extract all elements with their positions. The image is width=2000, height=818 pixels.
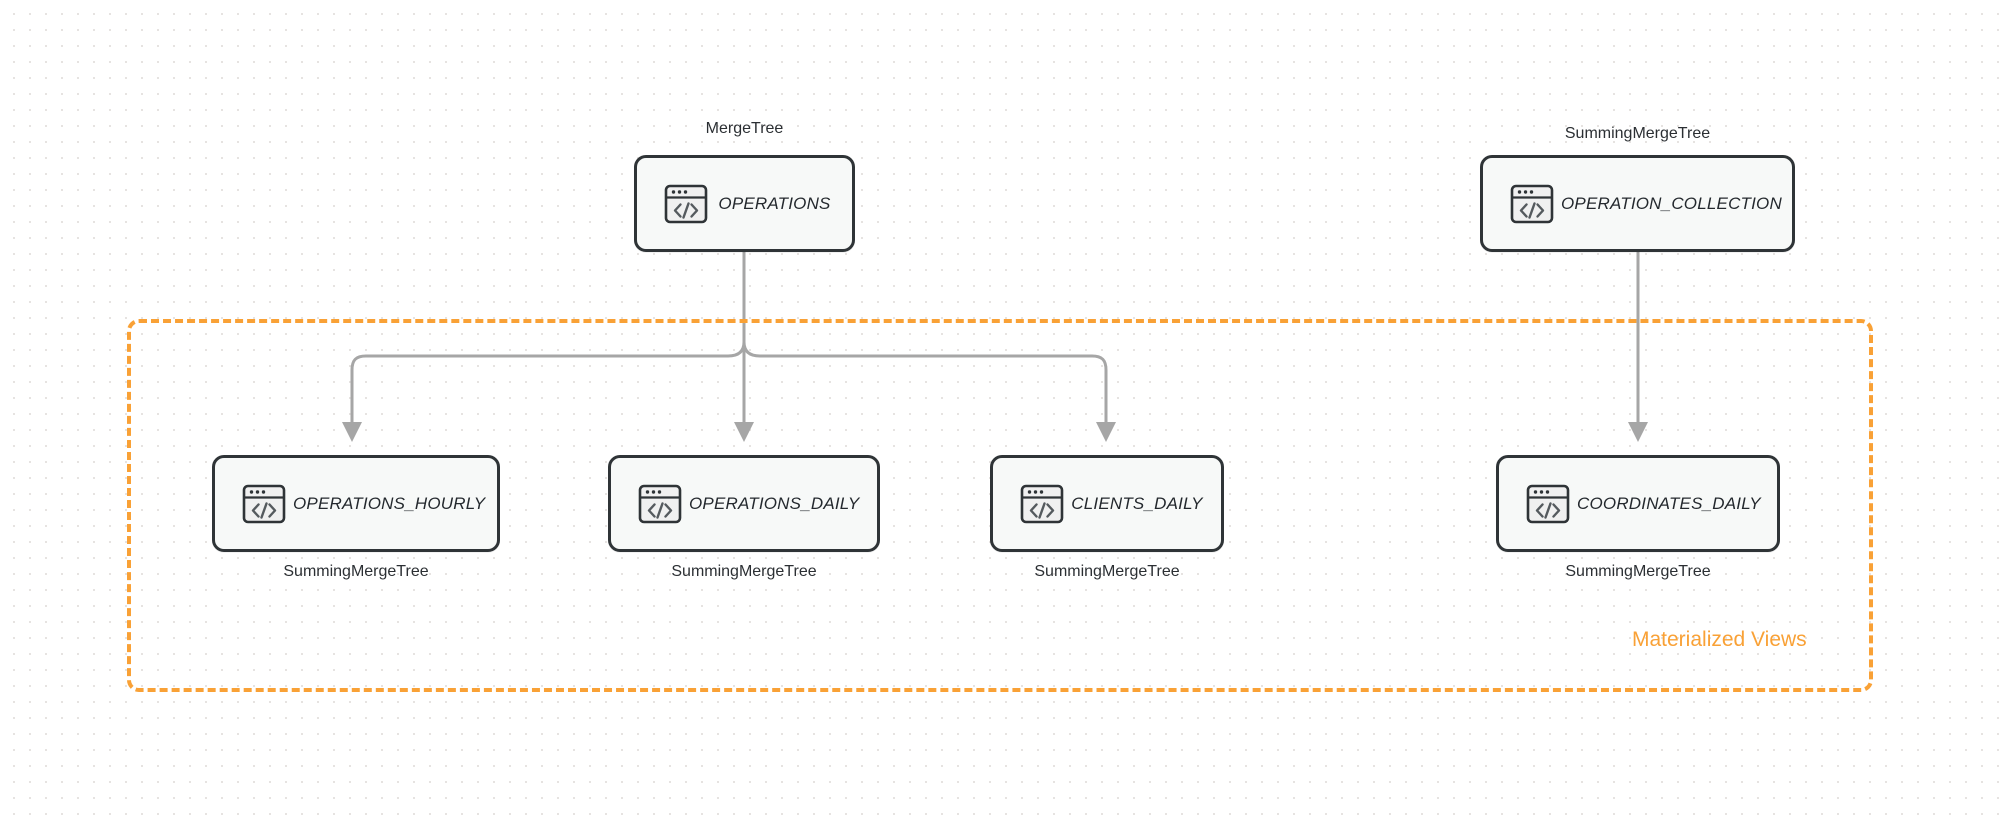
node-title-operations-daily: OPERATIONS_DAILY	[689, 493, 860, 513]
code-window-icon	[242, 484, 286, 523]
code-window-icon	[638, 484, 682, 523]
node-clients-daily[interactable]: CLIENTS_DAILY	[990, 455, 1224, 552]
materialized-views-group	[127, 319, 1873, 692]
code-window-icon	[664, 184, 708, 223]
node-operations-daily[interactable]: OPERATIONS_DAILY	[608, 455, 880, 552]
engine-label-clients-daily: SummingMergeTree	[1034, 563, 1180, 580]
code-window-icon	[1510, 184, 1554, 223]
code-window-icon	[1526, 484, 1570, 523]
engine-label-operations-daily: SummingMergeTree	[671, 563, 817, 580]
engine-label-operations-hourly: SummingMergeTree	[283, 563, 429, 580]
node-coordinates-daily[interactable]: COORDINATES_DAILY	[1496, 455, 1780, 552]
node-title-clients-daily: CLIENTS_DAILY	[1071, 493, 1203, 513]
node-title-operations: OPERATIONS	[718, 193, 831, 213]
node-operations-hourly[interactable]: OPERATIONS_HOURLY	[212, 455, 500, 552]
engine-label-operation-collection: SummingMergeTree	[1564, 125, 1711, 142]
node-operations[interactable]: OPERATIONS	[634, 155, 855, 252]
code-window-icon	[1020, 484, 1064, 523]
engine-label-operations: MergeTree	[705, 120, 784, 137]
node-title-coordinates-daily: COORDINATES_DAILY	[1577, 493, 1761, 513]
materialized-views-group-label: Materialized Views	[1632, 628, 1807, 651]
node-operation-collection[interactable]: OPERATION_COLLECTION	[1480, 155, 1795, 252]
engine-label-coordinates-daily: SummingMergeTree	[1565, 563, 1711, 580]
node-title-operations-hourly: OPERATIONS_HOURLY	[293, 493, 486, 513]
node-title-operation-collection: OPERATION_COLLECTION	[1561, 193, 1782, 213]
